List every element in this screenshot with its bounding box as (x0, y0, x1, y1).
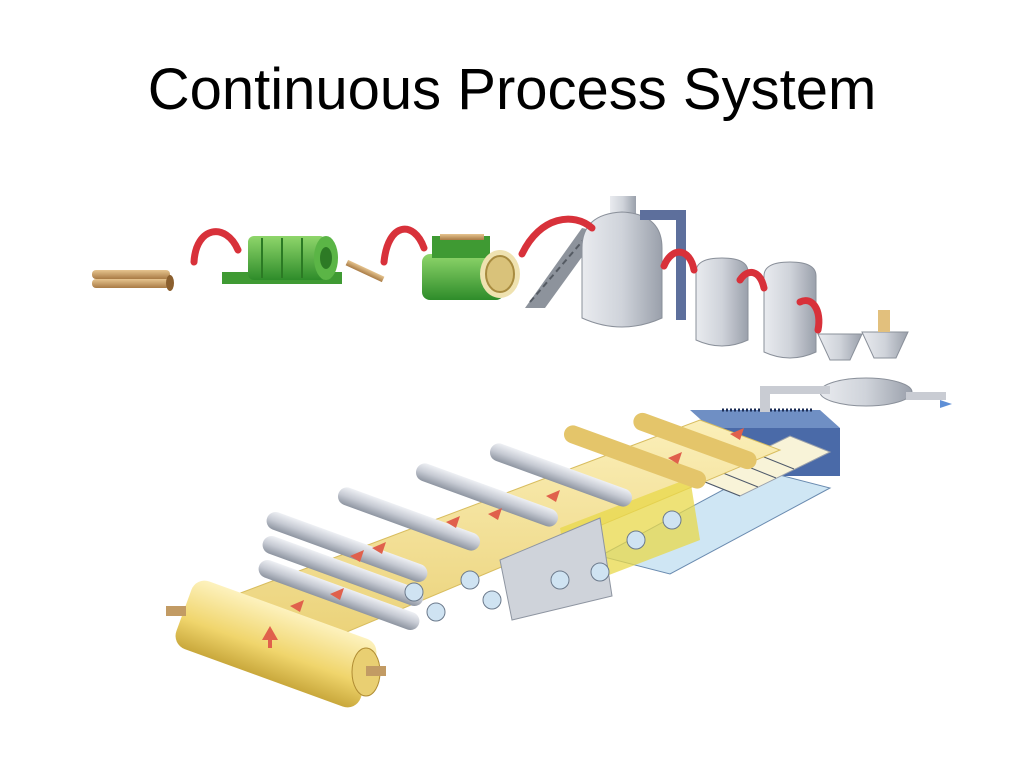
slide-title: Continuous Process System (147, 57, 877, 122)
paper-reel (166, 580, 386, 708)
chip-conveyor (525, 228, 600, 308)
digester-tank (581, 196, 686, 328)
chipper-machine (422, 234, 520, 300)
refiners (817, 310, 952, 408)
logs (92, 270, 174, 291)
flow-ribbons (190, 215, 823, 334)
washing-tanks (695, 257, 817, 359)
flow-arrows (262, 428, 744, 648)
debarker-machine (222, 236, 385, 284)
